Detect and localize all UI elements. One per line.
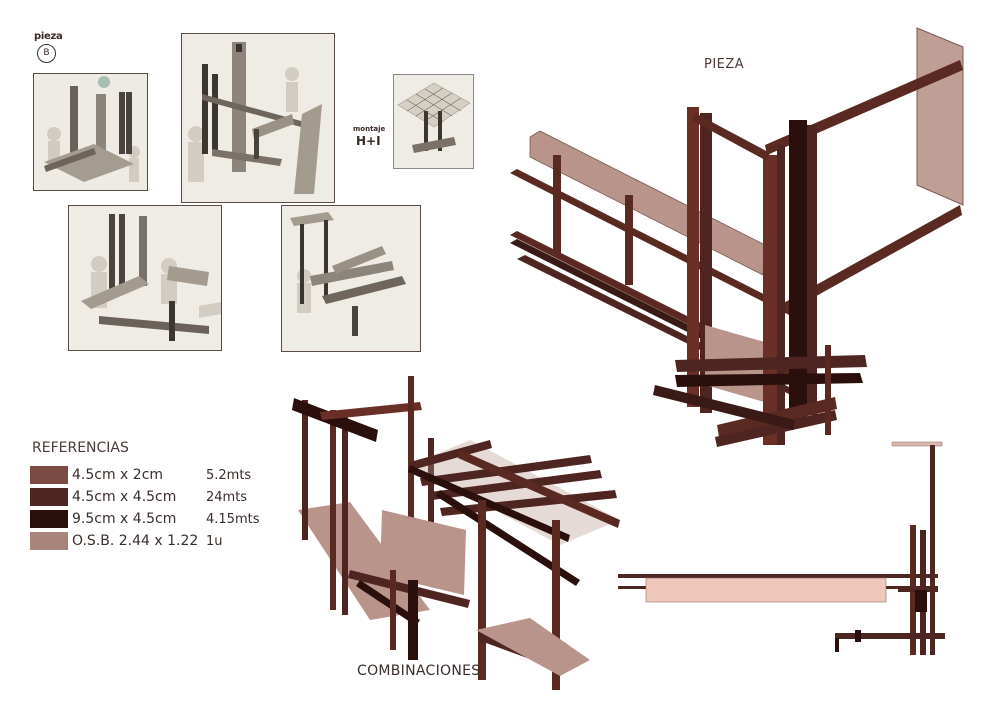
ref-swatch-4 [30, 532, 68, 550]
ref-row-3: 9.5cm x 4.5cm 4.15mts [30, 509, 259, 529]
model-photo-4 [281, 205, 421, 352]
pieza-tag: pieza [34, 31, 63, 42]
ref-row-2: 4.5cm x 4.5cm 24mts [30, 487, 247, 507]
pieza-letter-badge: B [37, 44, 56, 63]
montaje-code: H+I [356, 134, 381, 148]
ref-row-1: 4.5cm x 2cm 5.2mts [30, 465, 251, 485]
pieza-drawing [510, 27, 964, 447]
ref-qty-4: 1u [206, 533, 223, 549]
ref-label-4: O.S.B. 2.44 x 1.22 [72, 533, 199, 549]
combinaciones-title: COMBINACIONES [357, 663, 481, 679]
ref-swatch-2 [30, 488, 68, 506]
montaje-label: montaje [353, 125, 386, 133]
ref-label-3: 9.5cm x 4.5cm [72, 511, 177, 527]
model-photo-2 [181, 33, 335, 203]
ref-qty-3: 4.15mts [206, 511, 260, 527]
ref-row-4: O.S.B. 2.44 x 1.22 1u [30, 531, 223, 551]
ref-label-2: 4.5cm x 4.5cm [72, 489, 177, 505]
ref-qty-1: 5.2mts [206, 467, 252, 483]
ref-swatch-1 [30, 466, 68, 484]
elevation-drawing [618, 441, 945, 655]
model-photo-3 [68, 205, 222, 351]
model-photo-1 [33, 73, 148, 191]
ref-qty-2: 24mts [206, 489, 248, 505]
referencias-title: REFERENCIAS [32, 440, 129, 456]
montaje-photo [393, 74, 474, 169]
pieza-title: PIEZA [704, 57, 745, 72]
ref-swatch-3 [30, 510, 68, 528]
ref-label-1: 4.5cm x 2cm [72, 467, 164, 483]
combinaciones-drawing [292, 376, 620, 690]
